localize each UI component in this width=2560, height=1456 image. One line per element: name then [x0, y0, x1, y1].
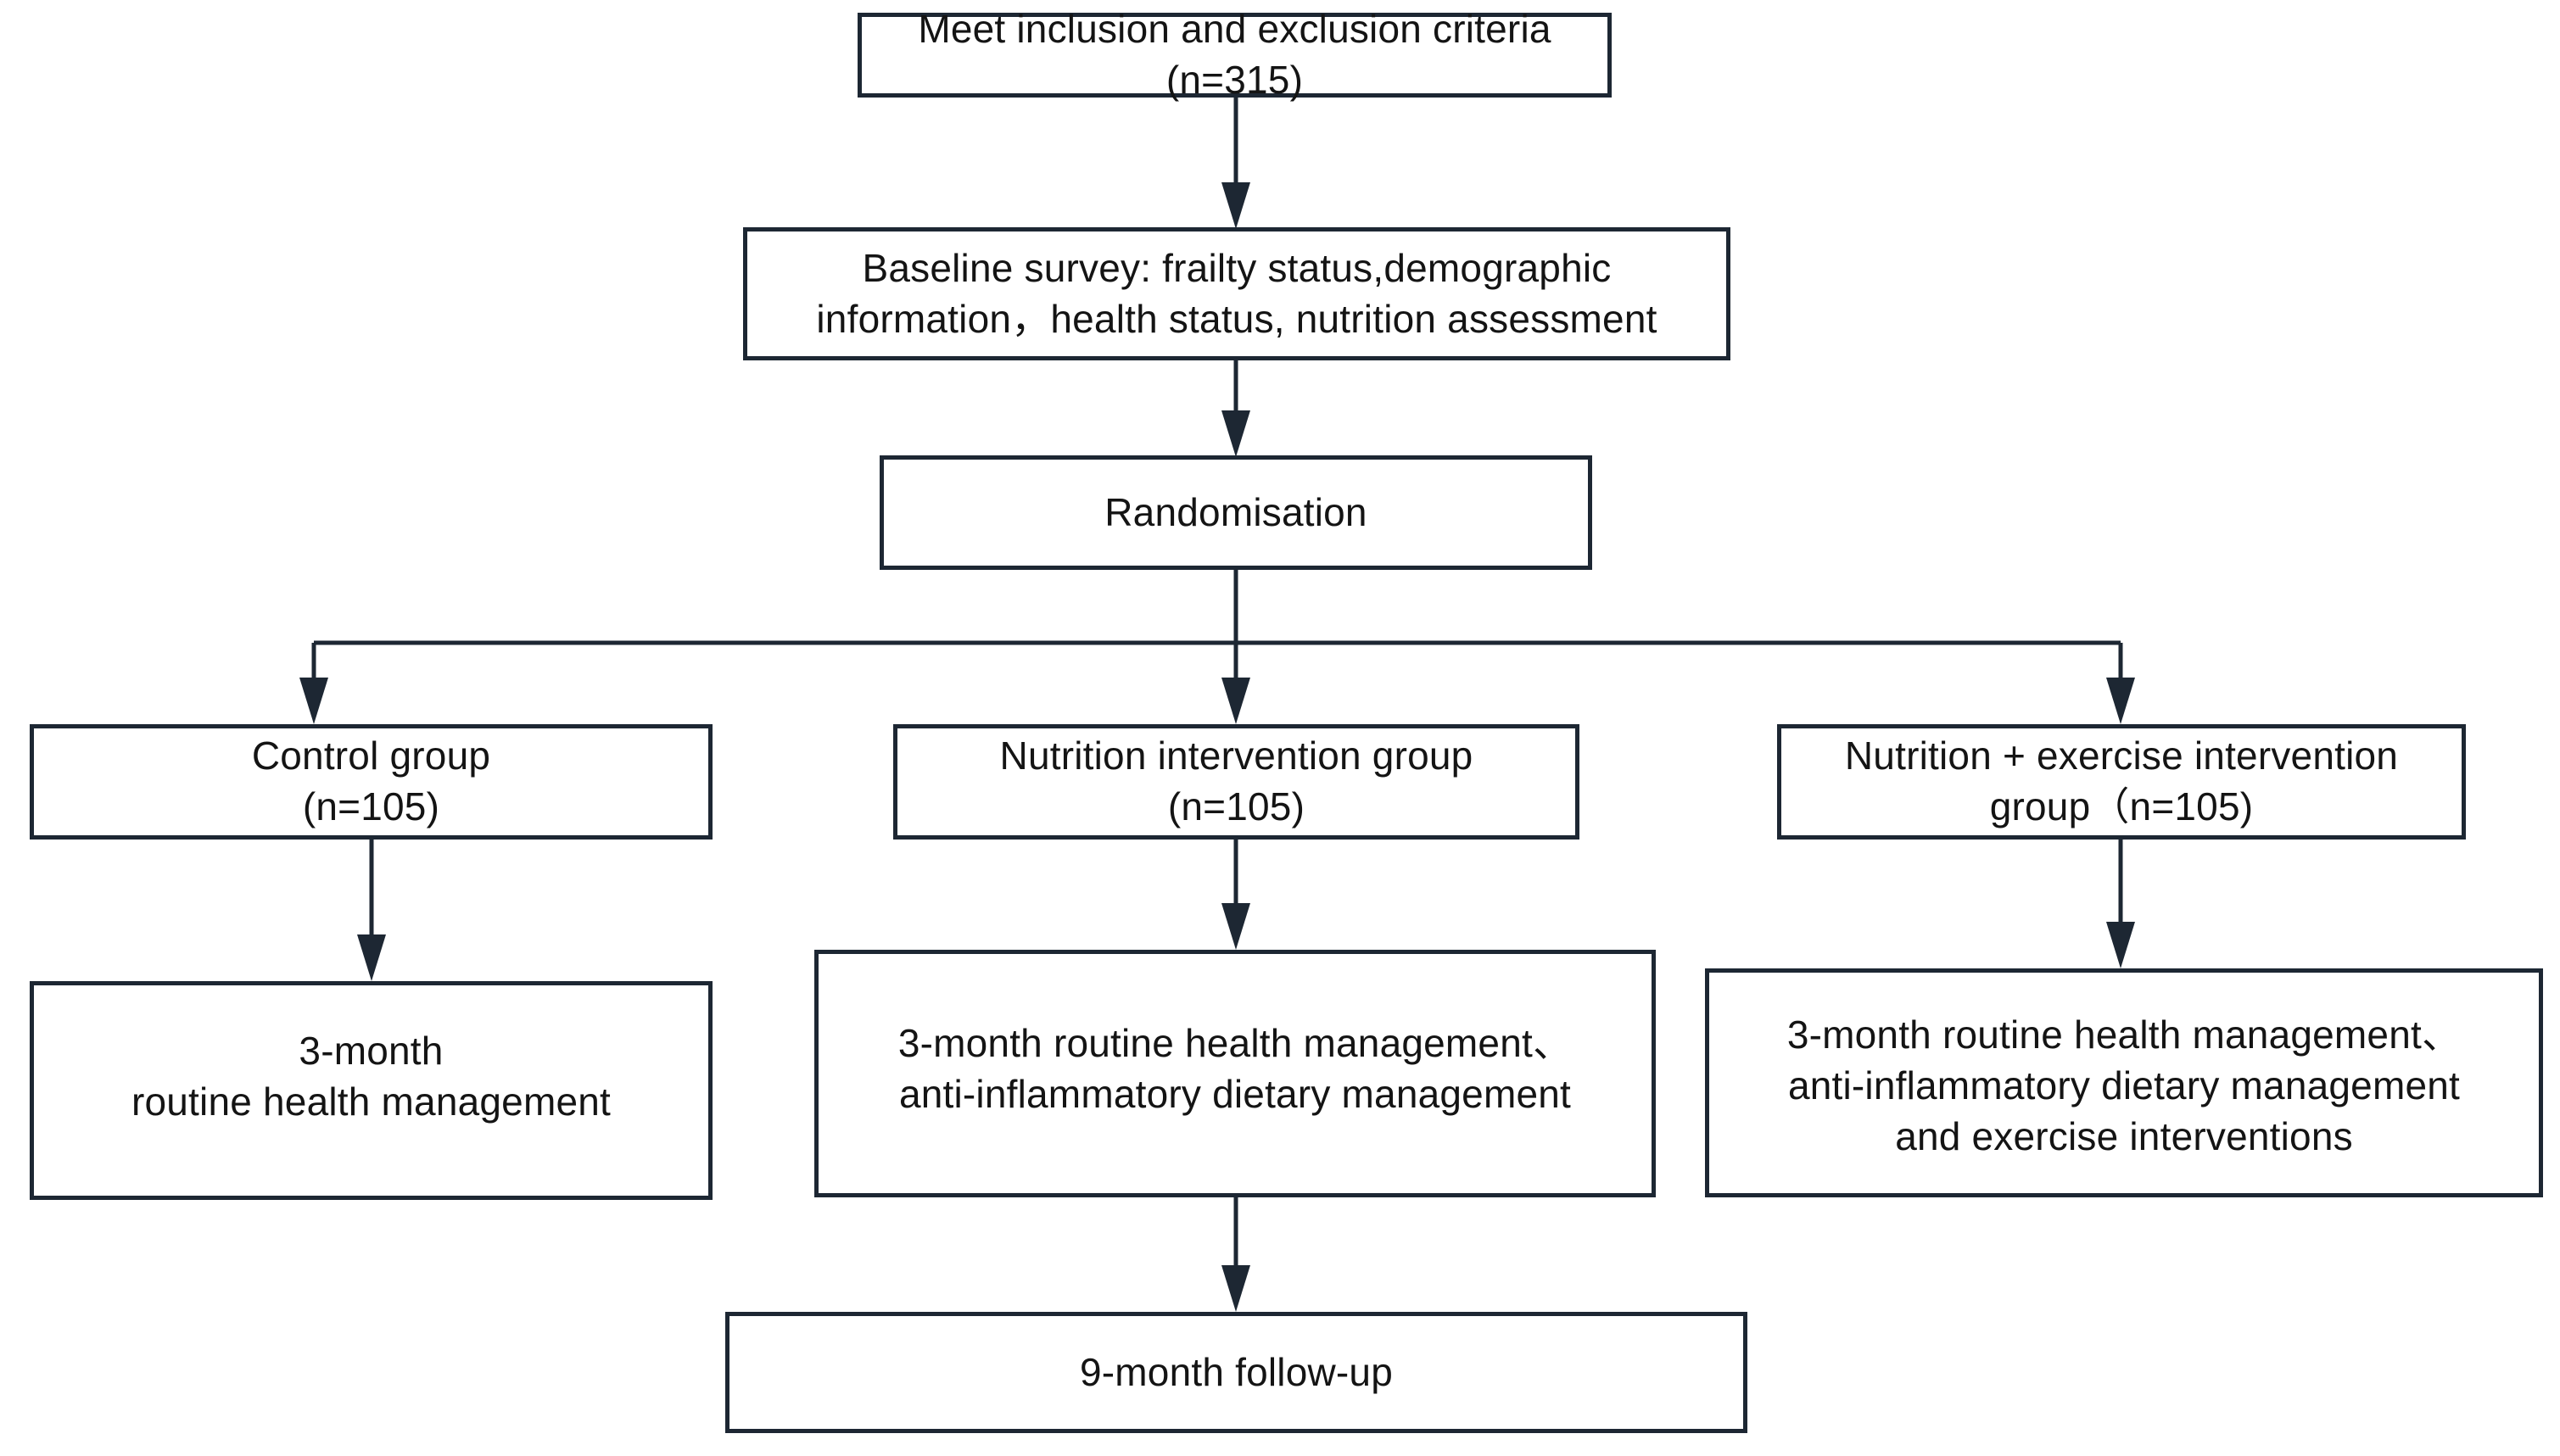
edge-nutrition-intervention-to-followup: [1221, 1197, 1250, 1312]
edge-branch-to-nutrition-group: [1221, 643, 1250, 724]
node-baseline-survey: Baseline survey: frailty status,demograp…: [743, 227, 1730, 360]
node-eligibility-text: Meet inclusion and exclusion criteria (n…: [918, 7, 1551, 102]
edge-eligibility-to-baseline: [1221, 98, 1250, 229]
node-nutrition-exercise-group-text: Nutrition + exercise intervention group（…: [1844, 734, 2399, 828]
node-followup-text: 9-month follow-up: [1079, 1349, 1394, 1394]
edge-nutrition-group-to-intervention: [1221, 840, 1250, 950]
node-control-intervention-text: 3-month routine health management: [131, 1029, 612, 1124]
node-nutrition-exercise-group: Nutrition + exercise intervention group（…: [1777, 724, 2466, 840]
edge-branch-to-nutrition-exercise-group: [2106, 643, 2135, 724]
node-baseline-survey-text: Baseline survey: frailty status,demograp…: [816, 245, 1657, 341]
node-nutrition-exercise-intervention: 3-month routine health management、 anti-…: [1705, 968, 2543, 1197]
node-nutrition-intervention-text: 3-month routine health management、 anti-…: [897, 1021, 1573, 1116]
node-nutrition-group: Nutrition intervention group (n=105): [893, 724, 1579, 840]
node-control-group-text: Control group (n=105): [251, 734, 491, 828]
node-nutrition-intervention: 3-month routine health management、 anti-…: [814, 950, 1656, 1197]
node-eligibility: Meet inclusion and exclusion criteria (n…: [858, 7, 1612, 102]
edge-baseline-to-randomisation: [1221, 360, 1250, 457]
node-nutrition-exercise-intervention-text: 3-month routine health management、 anti-…: [1786, 1013, 2462, 1158]
node-control-group: Control group (n=105): [30, 724, 713, 840]
edge-nutrition-exercise-group-to-intervention: [2106, 840, 2135, 968]
edge-randomisation-branch-bus: [314, 570, 2121, 645]
edge-control-group-to-intervention: [357, 840, 386, 981]
edge-branch-to-control-group: [299, 643, 328, 724]
node-randomisation-text: Randomisation: [1104, 489, 1367, 534]
node-randomisation: Randomisation: [880, 455, 1592, 570]
node-nutrition-group-text: Nutrition intervention group (n=105): [999, 734, 1473, 828]
node-followup: 9-month follow-up: [725, 1312, 1747, 1433]
node-control-intervention: 3-month routine health management: [30, 981, 713, 1200]
